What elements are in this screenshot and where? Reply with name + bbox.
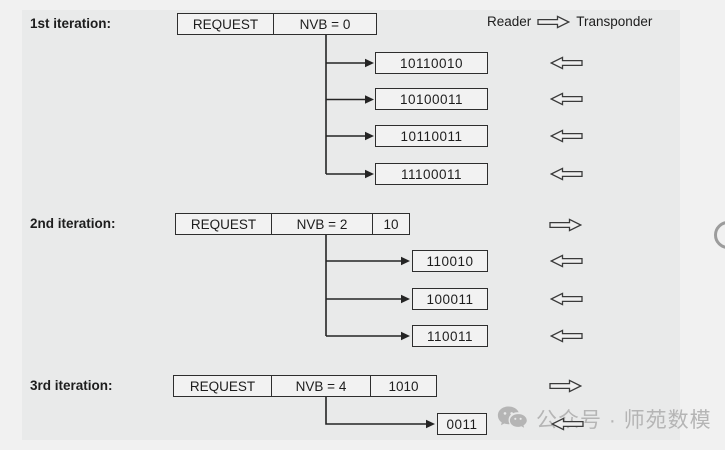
transponder-to-reader-arrow-icon: [550, 56, 583, 70]
legend-reader-label: Reader: [487, 14, 532, 29]
nvb-cell: NVB = 4: [271, 376, 370, 396]
watermark: 公众号 · 师苑数模: [497, 404, 712, 434]
nvb-cell: NVB = 0: [273, 14, 376, 34]
iteration-1-label: 1st iteration:: [30, 16, 112, 31]
transponder-response-box: 10110010: [375, 52, 488, 74]
iteration-2-request-frame: REQUEST NVB = 2 10: [175, 213, 410, 235]
iteration-3-label: 3rd iteration:: [30, 378, 113, 393]
request-command-cell: REQUEST: [190, 216, 257, 232]
transponder-to-reader-arrow-icon: [551, 417, 584, 431]
request-command-cell: REQUEST: [192, 16, 259, 32]
transponder-to-reader-arrow-icon: [550, 92, 583, 106]
legend-transponder-label: Transponder: [576, 14, 653, 29]
wechat-icon: [497, 406, 527, 428]
transponder-response-box: 11100011: [375, 163, 488, 185]
transponder-response-box: 100011: [412, 288, 488, 310]
uid-prefix-cell: 1010: [370, 376, 436, 396]
transponder-to-reader-arrow-icon: [550, 254, 583, 268]
transponder-response-box: 10100011: [375, 88, 488, 110]
nvb-cell: NVB = 2: [271, 214, 372, 234]
request-command-cell: REQUEST: [189, 378, 256, 394]
reader-to-transponder-arrow-icon: [537, 14, 571, 29]
transponder-response-box: 110011: [412, 325, 488, 347]
ring-decoration: [714, 221, 725, 249]
iteration-2-label: 2nd iteration:: [30, 216, 116, 231]
transponder-response-box: 0011: [437, 413, 487, 435]
uid-prefix-cell: 10: [372, 214, 409, 234]
direction-legend: Reader Transponder: [487, 14, 652, 29]
reader-to-transponder-arrow-icon: [549, 379, 582, 393]
iteration-1-request-frame: REQUEST NVB = 0: [177, 13, 377, 35]
iteration-3-request-frame: REQUEST NVB = 4 1010: [173, 375, 437, 397]
transponder-response-box: 110010: [412, 250, 488, 272]
transponder-to-reader-arrow-icon: [550, 129, 583, 143]
transponder-response-box: 10110011: [375, 125, 488, 147]
transponder-to-reader-arrow-icon: [550, 292, 583, 306]
transponder-to-reader-arrow-icon: [550, 329, 583, 343]
transponder-to-reader-arrow-icon: [550, 167, 583, 181]
reader-to-transponder-arrow-icon: [549, 218, 582, 232]
